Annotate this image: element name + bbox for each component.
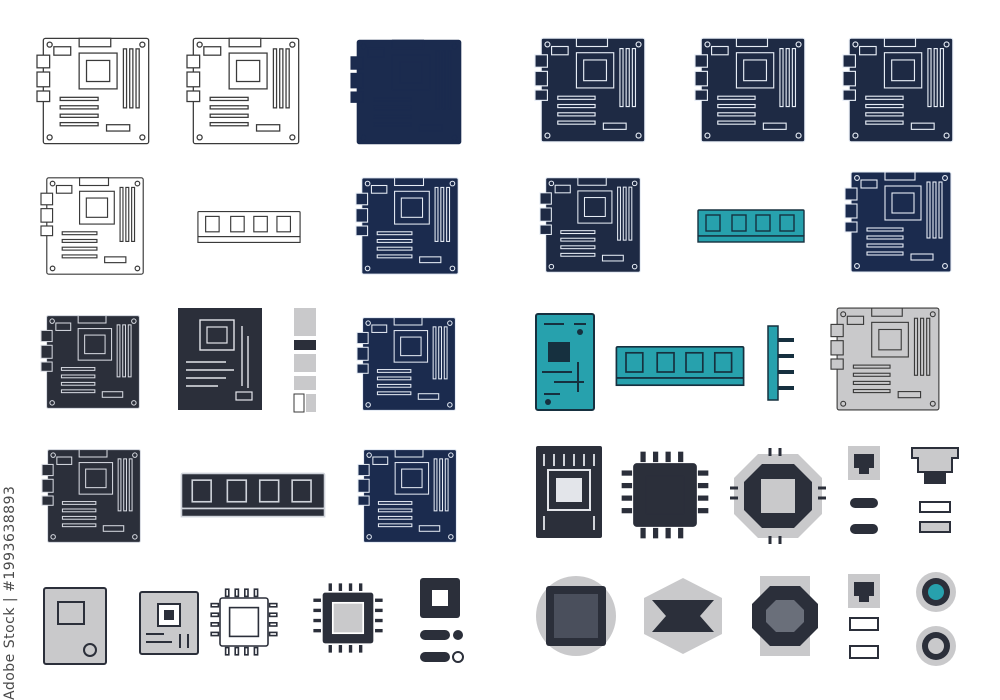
round-port-icon: [916, 572, 956, 666]
chip-small-icon: [420, 578, 464, 663]
motherboard-outline-icon: [36, 37, 150, 145]
motherboard-navy-icon: .n1 .ln{fill:none;stroke:#e6ecf5;stroke-…: [350, 39, 462, 145]
motherboard-navy-icon: [357, 449, 457, 543]
cpu-chip-outline-icon: [210, 588, 278, 656]
ethernet-port-icon: [848, 574, 880, 659]
cpu-octagon-icon: [752, 576, 818, 656]
cpu-chip-gray-icon: [43, 587, 107, 665]
cpu-die-icon: [536, 576, 616, 656]
cpu-chip-octagon-icon: [730, 448, 826, 544]
motherboard-navy-icon: [844, 171, 952, 273]
circuit-board-dark-icon: [178, 308, 262, 410]
motherboard-navy-icon: [356, 317, 456, 411]
cpu-hexagon-icon: [644, 578, 722, 654]
ethernet-port-icon: [848, 446, 880, 480]
motherboard-outline-icon: [186, 37, 300, 145]
circuit-board-teal-icon: [535, 313, 595, 411]
cpu-socket-icon: [536, 446, 602, 538]
cpu-chip-dark-icon: [313, 583, 383, 653]
ram-module-dark-icon: [180, 472, 326, 518]
ram-module-outline-icon: [197, 211, 301, 243]
motherboard-outline-icon: [40, 177, 144, 275]
connector-port-gray-icon: [850, 498, 878, 534]
motherboard-navy-icon: [534, 37, 646, 143]
connector-teal-icon: [767, 325, 794, 401]
motherboard-dark-icon: [40, 315, 140, 409]
vga-port-icon: [911, 447, 959, 533]
ram-module-teal-icon: [697, 209, 805, 243]
watermark-text: Adobe Stock | #1993638893: [2, 485, 18, 700]
motherboard-navy-icon: [842, 37, 954, 143]
motherboard-navy-icon: [694, 37, 806, 143]
motherboard-gray-icon: [830, 307, 940, 411]
motherboard-navy-icon: [355, 177, 459, 275]
cpu-chip-icon: .ln{}: [621, 451, 709, 539]
motherboard-navy-icon: [539, 177, 641, 273]
circuit-board-gray-icon: [139, 591, 199, 655]
motherboard-dark-icon: [41, 449, 141, 543]
ram-module-teal-icon: [615, 345, 745, 387]
connector-port-gray-icon: [293, 308, 316, 413]
